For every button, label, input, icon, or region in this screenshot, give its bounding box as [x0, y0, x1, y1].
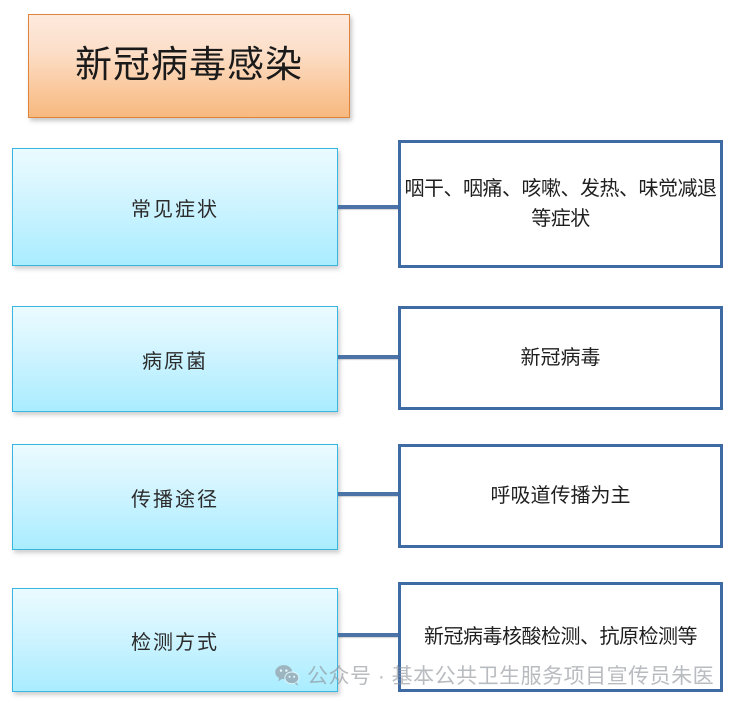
detail-box-4[interactable]: 新冠病毒核酸检测、抗原检测等 — [398, 582, 723, 692]
detail-label-4: 新冠病毒核酸检测、抗原检测等 — [424, 626, 698, 648]
category-label-4: 检测方式 — [131, 631, 219, 654]
detail-label-3: 呼吸道传播为主 — [490, 485, 631, 507]
category-box-2[interactable]: 病原菌 — [12, 306, 338, 412]
category-label-3: 传播途径 — [131, 488, 219, 511]
category-label-1: 常见症状 — [131, 198, 219, 221]
connector-line-2 — [338, 355, 400, 359]
category-label-2: 病原菌 — [142, 350, 208, 373]
category-box-3[interactable]: 传播途径 — [12, 444, 338, 550]
connector-line-3 — [338, 492, 400, 496]
detail-box-1[interactable]: 咽干、咽痛、咳嗽、发热、味觉减退等症状 — [398, 140, 723, 268]
detail-label-2: 新冠病毒 — [520, 347, 601, 369]
category-box-4[interactable]: 检测方式 — [12, 588, 338, 692]
connector-line-1 — [338, 205, 400, 209]
category-box-1[interactable]: 常见症状 — [12, 148, 338, 266]
detail-label-1: 咽干、咽痛、咳嗽、发热、味觉减退等症状 — [404, 178, 718, 230]
diagram-title-text: 新冠病毒感染 — [75, 44, 303, 86]
detail-box-3[interactable]: 呼吸道传播为主 — [398, 444, 723, 548]
connector-line-4 — [338, 633, 400, 637]
detail-box-2[interactable]: 新冠病毒 — [398, 306, 723, 410]
diagram-title-box: 新冠病毒感染 — [28, 14, 350, 118]
